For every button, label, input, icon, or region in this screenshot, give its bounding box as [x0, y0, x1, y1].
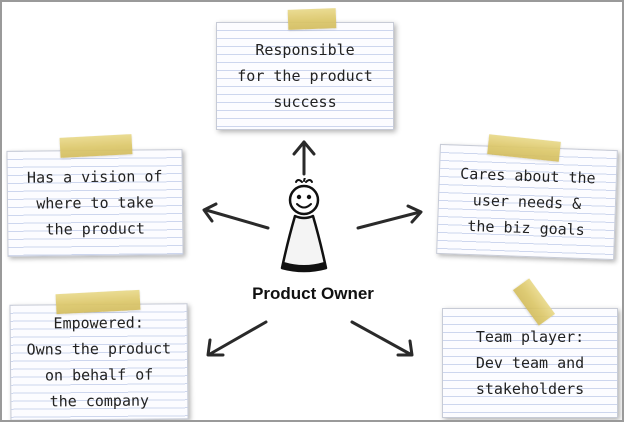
product-owner-figure	[280, 178, 328, 273]
arrow-right	[356, 204, 423, 230]
note-bottom-right-text: Team player: Dev team and stakeholders	[475, 328, 585, 398]
arrow-down-left	[206, 320, 268, 357]
arrow-left	[202, 202, 270, 230]
arrow-down-right	[350, 320, 414, 357]
note-bottom-right: Team player: Dev team and stakeholders	[442, 308, 618, 418]
center-label: Product Owner	[252, 284, 374, 303]
note-top: Responsible for the product success	[216, 22, 394, 130]
note-top-text: Responsible for the product success	[237, 41, 373, 111]
arrow-up	[292, 140, 316, 176]
